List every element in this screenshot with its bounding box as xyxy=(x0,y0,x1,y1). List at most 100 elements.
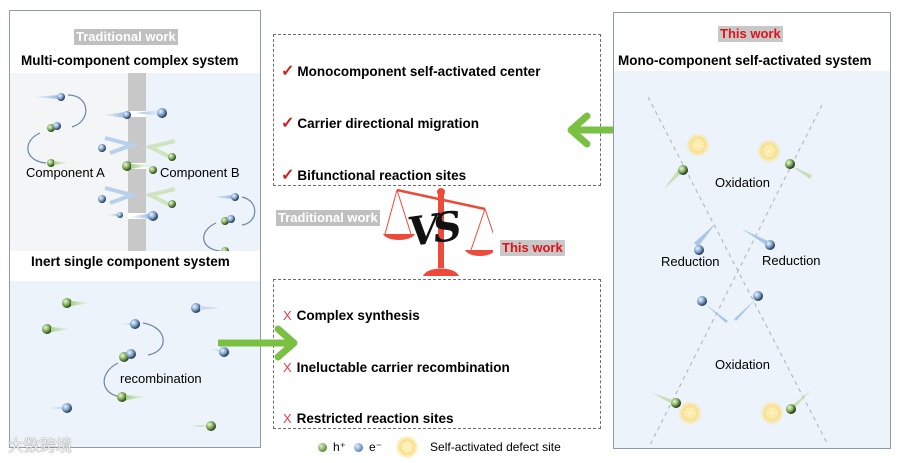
hole xyxy=(149,166,157,174)
cross-icon: X xyxy=(283,308,292,323)
recombination-arrow xyxy=(241,196,256,226)
recombination-arrow xyxy=(27,132,47,164)
this-work-panel: This work Mono-component self-activated … xyxy=(613,12,891,449)
electron-tail xyxy=(210,195,234,199)
recombination-arrow xyxy=(203,222,221,252)
disadvantage-item: X Ineluctable carrier recombination xyxy=(283,360,510,375)
advantage-text: Carrier directional migration xyxy=(297,115,479,131)
electron xyxy=(697,296,707,306)
electron xyxy=(219,347,229,357)
electron xyxy=(126,349,136,359)
watermark: 大数跨境 xyxy=(8,438,73,455)
advantage-item: ✓ Bifunctional reaction sites xyxy=(281,165,466,185)
electron xyxy=(53,122,61,130)
defect-site-ring xyxy=(766,407,778,419)
band-guide-line xyxy=(649,104,823,446)
hole-tail xyxy=(131,164,155,169)
advantage-item: ✓ Monocomponent self-activated center xyxy=(281,61,540,81)
electron-tail xyxy=(128,213,152,219)
electron xyxy=(157,108,167,118)
electron-tail xyxy=(704,303,728,323)
check-icon: ✓ xyxy=(281,63,295,80)
check-icon: ✓ xyxy=(281,167,295,184)
electron-legend-icon xyxy=(354,442,364,452)
this-work-tag: This work xyxy=(718,26,783,42)
disadvantage-text: Complex synthesis xyxy=(296,308,420,323)
hole xyxy=(168,200,176,208)
defect-site-legend-label: Self-activated defect site xyxy=(430,440,561,454)
electron xyxy=(694,245,704,255)
electron xyxy=(191,303,201,313)
check-icon: ✓ xyxy=(281,115,295,132)
electron-tail xyxy=(136,110,162,116)
component-a-label: Component A xyxy=(26,165,105,180)
hole xyxy=(62,298,72,308)
electron xyxy=(231,193,239,201)
defect-site xyxy=(686,133,710,157)
advantage-text: Bifunctional reaction sites xyxy=(297,167,467,183)
recombination-label: recombination xyxy=(120,371,202,386)
hole xyxy=(42,324,52,334)
recombination-arrow xyxy=(67,94,87,128)
electron xyxy=(753,291,763,301)
hole-tail xyxy=(652,393,676,405)
defect-site-ring xyxy=(692,139,704,151)
inert-component-diagram: recombination xyxy=(10,281,260,447)
multi-component-carriers xyxy=(27,93,256,255)
hole xyxy=(117,392,127,402)
barrier-gap xyxy=(128,111,146,117)
hole xyxy=(678,165,688,175)
hole-tail xyxy=(51,327,72,332)
versus-traditional-tag: Traditional work xyxy=(276,210,380,226)
hole-legend-label: h⁺ xyxy=(333,440,347,454)
versus-this-work-tag: This work xyxy=(500,240,565,256)
defect-site-ring xyxy=(684,407,696,419)
advantage-item: ✓ Carrier directional migration xyxy=(281,113,479,133)
electron-tail xyxy=(734,299,756,321)
electron xyxy=(765,240,775,250)
mono-component-title: Mono-component self-activated system xyxy=(618,53,872,68)
mono-component-carriers xyxy=(647,96,829,446)
disadvantages-box: X Complex synthesis X Ineluctable carrie… xyxy=(273,279,601,429)
electron xyxy=(62,403,72,413)
traditional-work-panel: Traditional work Multi-component complex… xyxy=(9,10,261,448)
electron xyxy=(117,212,123,218)
defect-site-ring xyxy=(763,145,775,157)
recombination-arrow xyxy=(142,322,164,356)
hole-tail xyxy=(71,301,92,306)
hole-tail xyxy=(126,395,148,400)
multi-component-diagram: Component A Component B xyxy=(10,73,260,257)
hole-legend-icon xyxy=(318,442,327,452)
oxidation-label-top: Oxidation xyxy=(715,175,770,190)
electron xyxy=(148,211,158,221)
electron-tail xyxy=(694,223,716,247)
oxidation-label-bottom: Oxidation xyxy=(715,357,770,372)
traditional-work-tag: Traditional work xyxy=(74,29,178,45)
component-a-region xyxy=(10,73,128,257)
hole xyxy=(122,161,132,171)
reflection-arrow xyxy=(144,187,176,207)
hole xyxy=(168,153,176,161)
hole xyxy=(786,404,796,414)
multi-component-title: Multi-component complex system xyxy=(21,53,239,68)
defect-site xyxy=(678,401,702,425)
hole xyxy=(206,421,216,431)
electron-tail xyxy=(200,306,220,310)
defect-site-legend-icon xyxy=(396,436,419,458)
electron-tail xyxy=(102,112,126,118)
hole-tail xyxy=(790,165,812,179)
advantage-text: Monocomponent self-activated center xyxy=(297,63,541,79)
inert-carriers xyxy=(42,298,230,431)
inert-title-band xyxy=(10,251,260,281)
reflection-arrow xyxy=(104,186,139,205)
hole xyxy=(47,159,55,167)
electron xyxy=(130,319,140,329)
hole-tail xyxy=(54,161,70,165)
electron xyxy=(227,215,235,223)
recombination-arrow xyxy=(103,362,123,398)
disadvantage-item: X Complex synthesis xyxy=(283,308,420,323)
disadvantage-text: Restricted reaction sites xyxy=(296,411,454,426)
inert-component-title: Inert single component system xyxy=(31,254,230,269)
electron xyxy=(98,195,106,203)
reduction-label-right: Reduction xyxy=(762,253,821,268)
